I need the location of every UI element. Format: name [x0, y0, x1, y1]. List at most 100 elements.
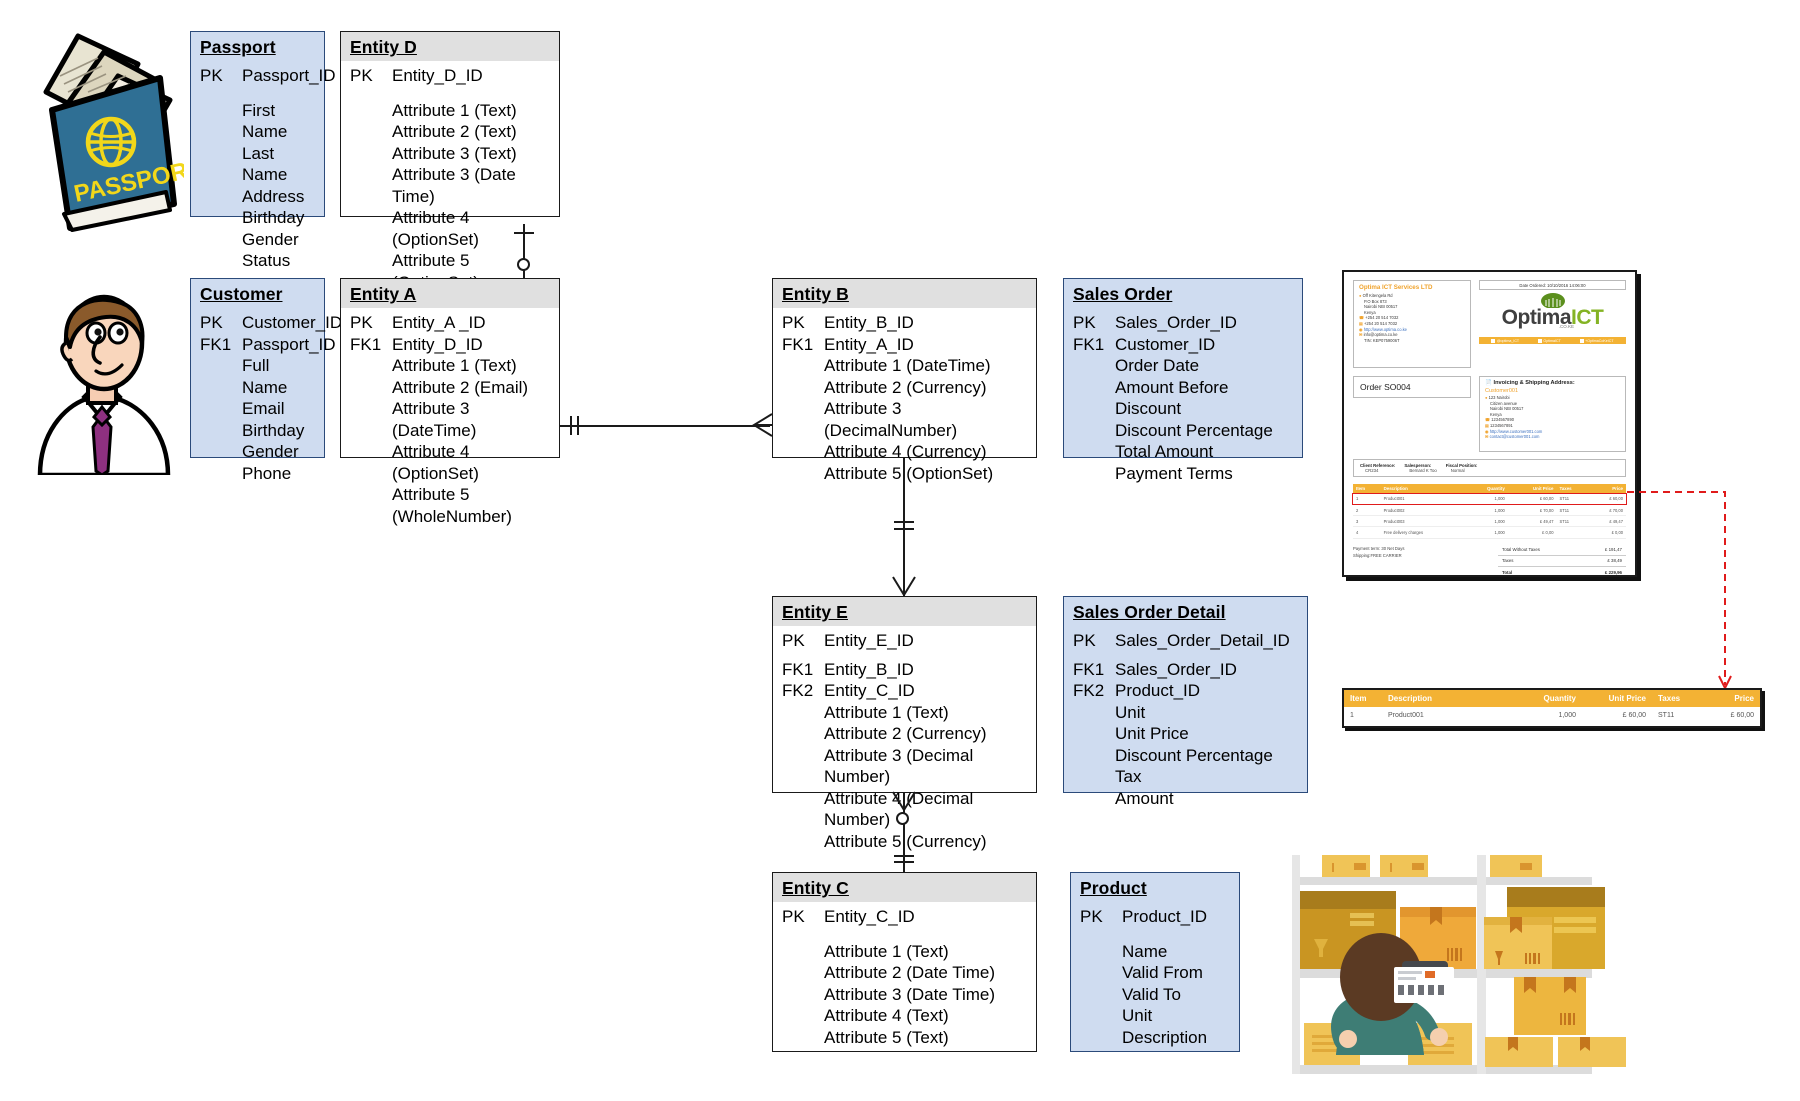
- invoice-total-row: Taxes £ 38,49: [1498, 555, 1626, 567]
- invoice-order-number: Order SO004: [1353, 376, 1471, 398]
- invoice-ship-fax: ▤ 1234567891: [1485, 422, 1513, 428]
- entity-row-spacer: [1064, 652, 1307, 659]
- sales-order-detail-strip[interactable]: Item Description Quantity Unit Price Tax…: [1342, 688, 1762, 728]
- entity-title-entity-b: Entity B: [773, 279, 1036, 308]
- entity-row: Order Date: [1115, 356, 1200, 375]
- cardinality-crow-foot: [892, 576, 916, 597]
- customer-person-illustration: [22, 285, 182, 478]
- invoice-shipping-title: 📄 Invoicing & Shipping Address:: [1485, 380, 1575, 386]
- invoice-ship-web: ◉ http://www.customer001.com: [1485, 428, 1543, 434]
- invoice-ship-line: Kenya: [1490, 411, 1502, 417]
- entity-row: Gender: [242, 442, 299, 461]
- entity-row: Unit: [1122, 1006, 1153, 1025]
- invoice-salesperson: Salesperson: Bernard K Too: [1404, 463, 1437, 473]
- cardinality-one-bar: [894, 855, 914, 857]
- invoice-email-line: ✉ info@optima.co.ke: [1359, 332, 1398, 338]
- invoice-grand-total-row: Total £ 229,96: [1498, 566, 1626, 575]
- social-facebook: OptimaICT: [1537, 338, 1561, 343]
- invoice-ship-line: Nairobi NBI 00517: [1490, 406, 1524, 412]
- invoice-phone-line: ☎ +254 20 514 7032: [1359, 315, 1399, 321]
- col-description: Description: [1382, 690, 1502, 707]
- passport-illustration: PASSPORT: [14, 14, 205, 236]
- invoice-document[interactable]: Optima ICT Services LTD ● Off Kitengela …: [1342, 270, 1637, 577]
- detail-strip-table: Item Description Quantity Unit Price Tax…: [1344, 690, 1760, 724]
- invoice-company-card: Optima ICT Services LTD ● Off Kitengela …: [1353, 280, 1471, 368]
- invoice-tin-line: TIN: KEP0759006T: [1364, 337, 1400, 343]
- cardinality-one-bar: [577, 416, 579, 435]
- entity-row: Attribute 1 (Text): [824, 702, 949, 722]
- col-quantity: Quantity: [1464, 484, 1508, 494]
- entity-row: Attribute 1 (Text): [392, 100, 517, 120]
- entity-row: Attribute 5 (OptionSet): [824, 463, 994, 483]
- entity-row: Attribute 2 (Currency): [824, 377, 987, 397]
- entity-title-sales-order-detail: Sales Order Detail: [1064, 597, 1307, 626]
- entity-row: Attribute 3 (Date Time): [392, 165, 516, 206]
- entity-row: Valid To: [1122, 984, 1181, 1004]
- entity-row: Phone: [242, 463, 292, 483]
- col-item: Item: [1344, 690, 1382, 707]
- entity-title-customer: Customer: [191, 279, 324, 308]
- invoice-company-line: ● Off Kitengela Rd: [1359, 293, 1393, 298]
- cardinality-one-bar: [894, 528, 914, 530]
- entity-row: Attribute 2 (Currency): [824, 724, 987, 743]
- invoice-customer-name: Customer001: [1485, 388, 1519, 394]
- entity-row: Amount Before Discount: [1115, 377, 1229, 419]
- invoice-references: Client Reference: CR234 Salesperson: Ber…: [1353, 459, 1626, 477]
- invoice-table-header-row: Item Description Quantity Unit Price Tax…: [1353, 484, 1626, 494]
- entity-row: Total Amount: [1115, 442, 1214, 461]
- entity-title-entity-d: Entity D: [341, 32, 559, 61]
- col-price: Price: [1700, 690, 1760, 707]
- warehouse-worker-illustration: [1292, 851, 1642, 1095]
- invoice-fiscal-position: Fiscal Position: Normal: [1445, 463, 1478, 473]
- callout-connector-dashed: [1627, 491, 1732, 691]
- invoice-company-name: Optima ICT Services LTD: [1359, 284, 1433, 291]
- invoice-ship-phone: ☎ 1234567890: [1485, 417, 1515, 423]
- invoice-ship-line: Citizen avenue: [1490, 400, 1518, 406]
- entity-row: Attribute 2 (Text): [392, 122, 517, 141]
- cardinality-crow-foot: [892, 791, 916, 812]
- col-quantity: Quantity: [1502, 690, 1582, 707]
- entity-row: Unit Price: [1115, 724, 1189, 743]
- col-item: Item: [1353, 484, 1381, 494]
- entity-row-spacer: [1071, 928, 1239, 941]
- invoice-date-ordered: Date Ordered: 10/10/2016 14:06:00: [1479, 280, 1626, 290]
- entity-row: Attribute 3 (Text): [392, 143, 517, 163]
- entity-row: Address: [242, 186, 305, 206]
- optima-leaf-icon: [1540, 293, 1565, 308]
- cardinality-crow-foot: [752, 413, 773, 437]
- col-taxes: Taxes: [1652, 690, 1700, 707]
- entity-row: Attribute 3 (DateTime): [392, 399, 477, 440]
- entity-row: Amount: [1115, 788, 1174, 808]
- col-unit-price: Unit Price: [1582, 690, 1652, 707]
- entity-row: Attribute 4 (OptionSet): [392, 208, 479, 249]
- invoice-totals-table: Total Without Taxes £ 191,47 Taxes £ 38,…: [1498, 544, 1626, 575]
- invoice-company-line: Nairobi NBI 00517: [1364, 304, 1398, 310]
- entity-row: Attribute 5 (Text): [824, 1027, 949, 1047]
- logo-text-optima: Optima: [1501, 306, 1572, 329]
